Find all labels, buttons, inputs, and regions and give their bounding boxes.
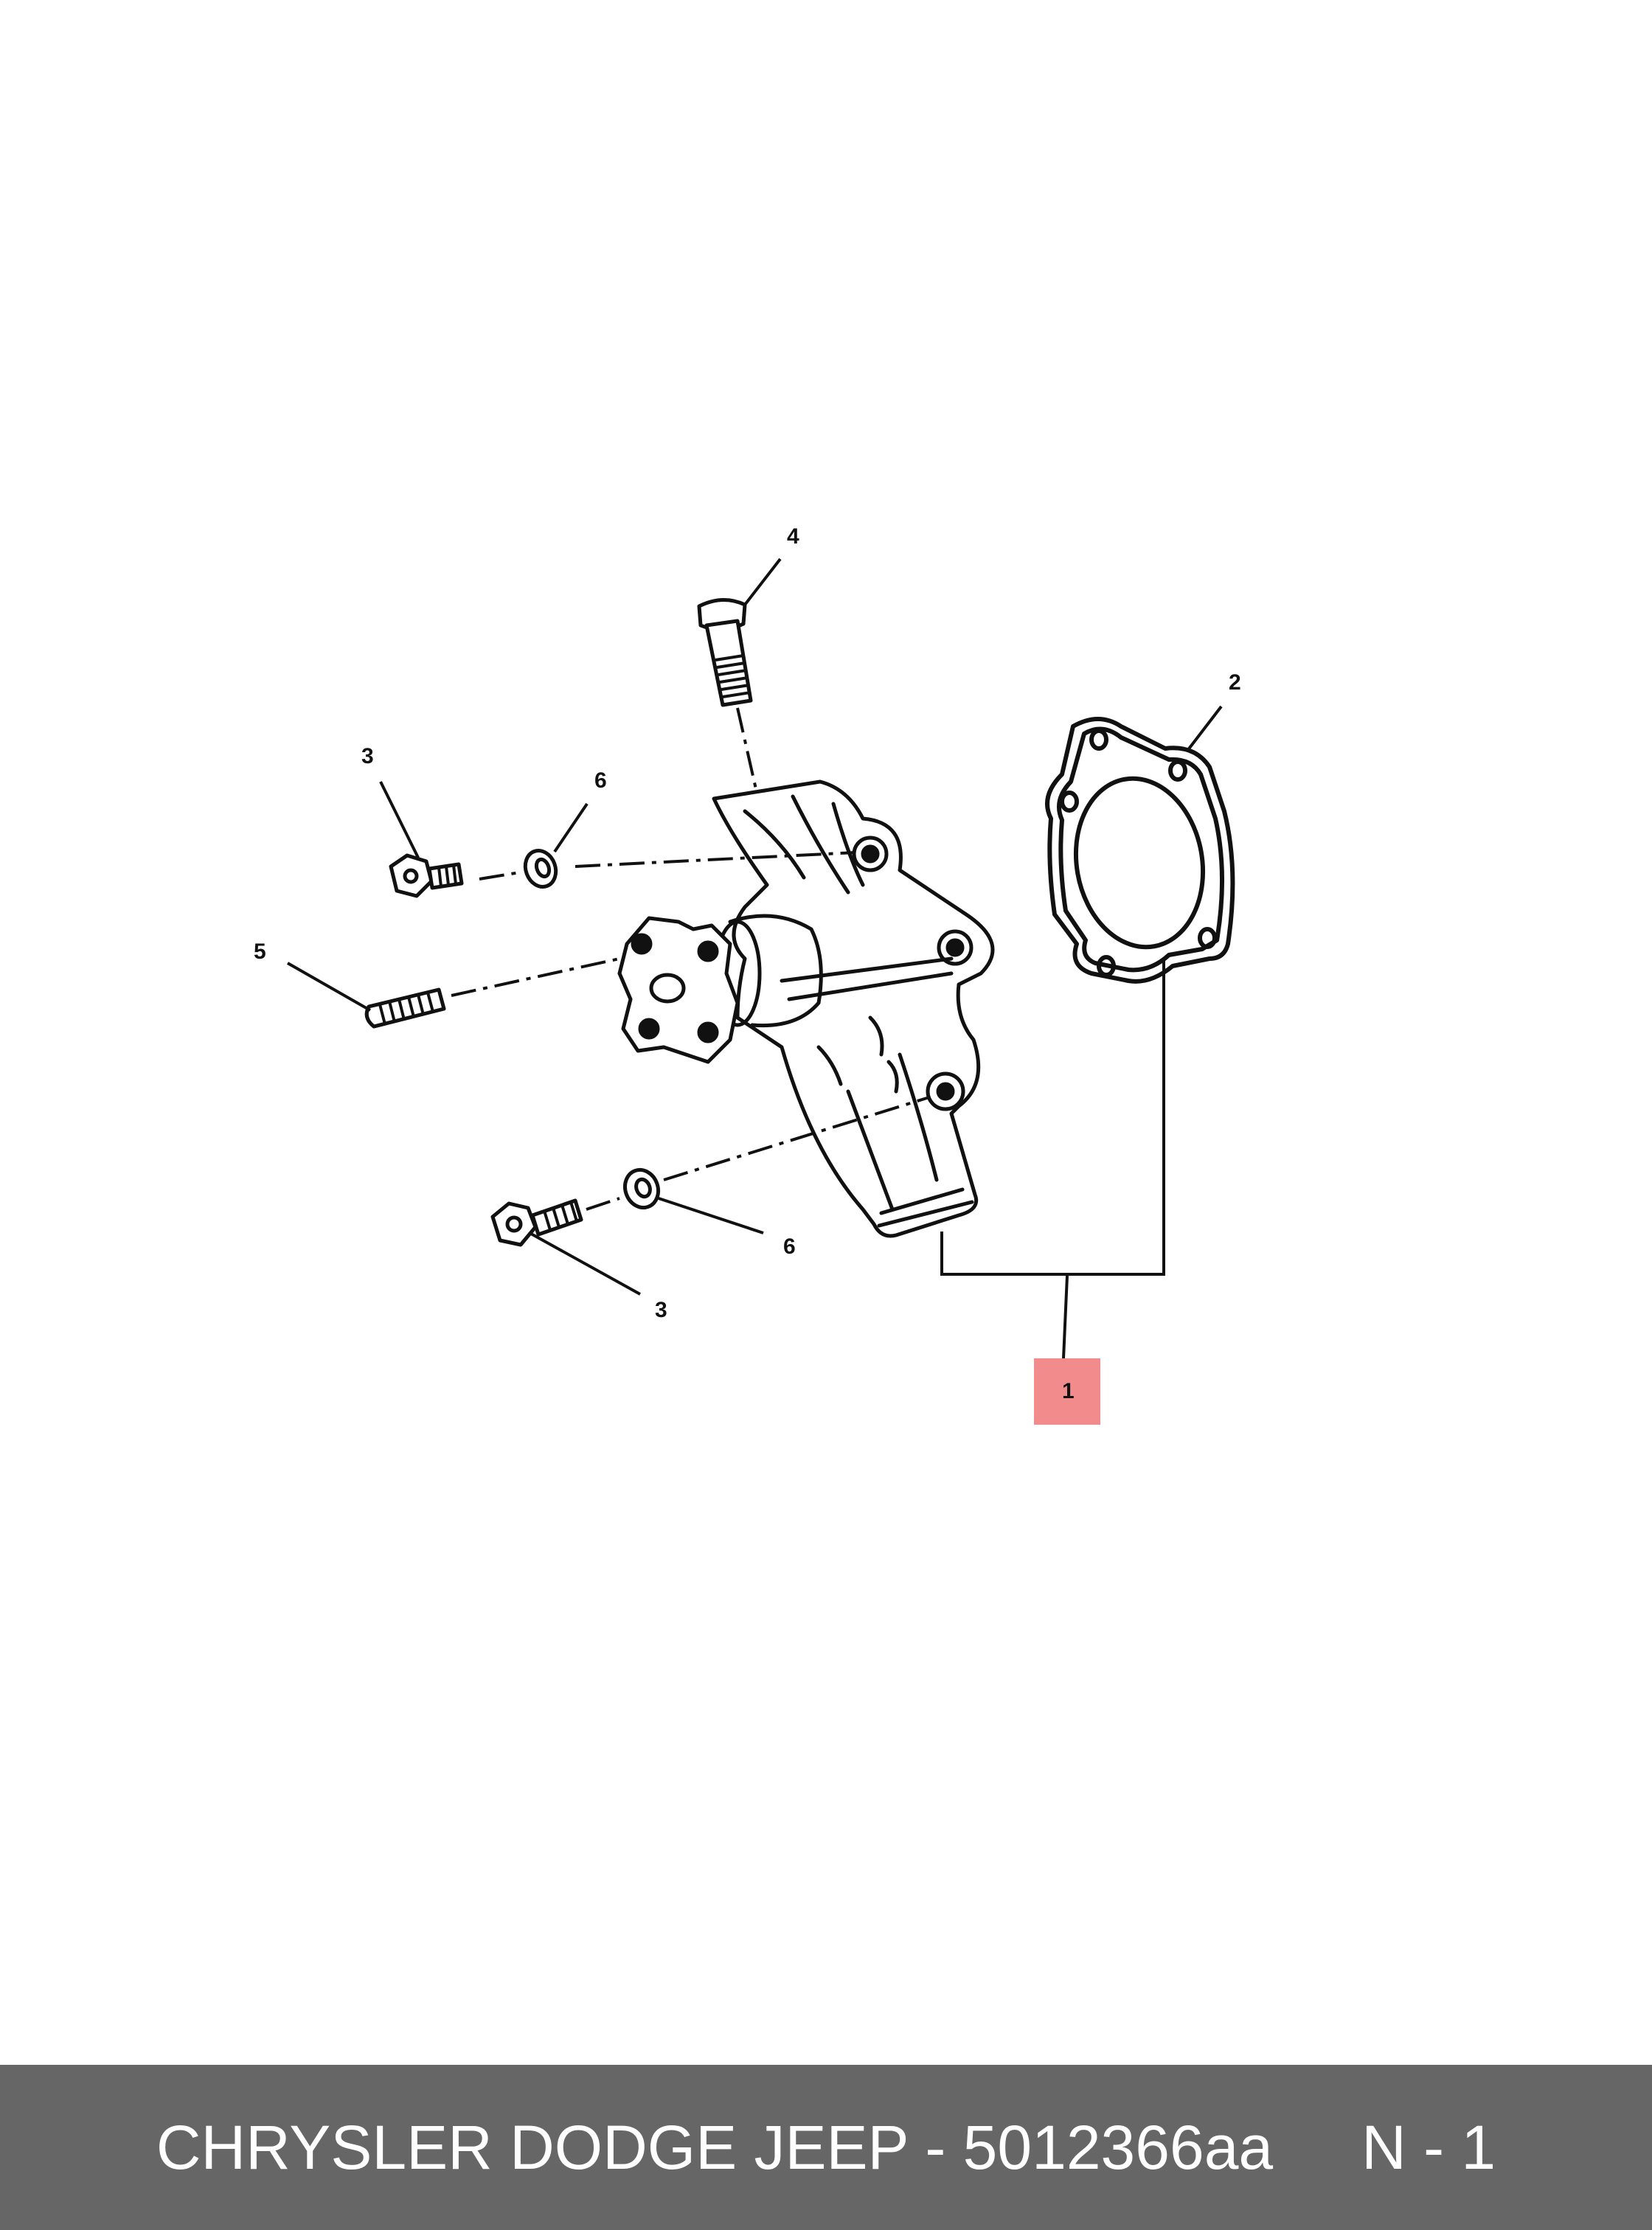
callout-labels: 1 2 3 3 4 5 6 6 xyxy=(254,524,1241,1425)
washer-upper xyxy=(523,849,558,889)
bolt-upper-left xyxy=(389,853,464,898)
callout-4: 4 xyxy=(787,524,799,549)
bolt-lower xyxy=(490,1198,583,1247)
exploded-parts-diagram: 1 2 3 3 4 5 6 6 xyxy=(254,524,1241,1425)
product-caption-bar: CHRYSLER DODGE JEEP - 5012366aa N - 1 xyxy=(0,2065,1652,2230)
pump-mounting-holes xyxy=(852,836,974,1111)
callout-1: 1 xyxy=(1062,1379,1075,1403)
callout-3-upper: 3 xyxy=(361,744,374,768)
callout-1-highlight xyxy=(1034,1358,1100,1425)
quantity-label: N - 1 xyxy=(1361,2112,1496,2182)
brand-part-number: CHRYSLER DODGE JEEP - 5012366aa xyxy=(156,2112,1274,2182)
pulley-flange xyxy=(617,916,740,1064)
callout-6-upper: 6 xyxy=(594,768,607,793)
callout-2: 2 xyxy=(1229,670,1241,695)
alignment-lines xyxy=(451,707,930,1211)
callout-3-lower: 3 xyxy=(655,1298,667,1322)
stud xyxy=(364,987,446,1029)
bolt-top xyxy=(697,597,753,707)
callout-6-lower: 6 xyxy=(783,1234,796,1259)
washer-lower xyxy=(622,1167,661,1210)
leader-lines xyxy=(287,558,1223,1359)
gasket xyxy=(1045,717,1235,984)
callout-5: 5 xyxy=(254,939,266,964)
